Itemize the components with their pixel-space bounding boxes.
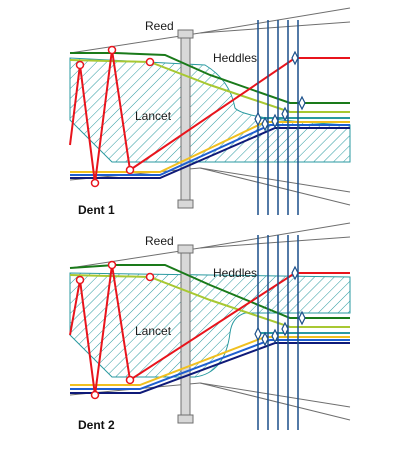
warp-thread-blue xyxy=(70,124,350,176)
diagram-dent-2: Reed Heddles Lancet Dent 2 xyxy=(69,222,351,432)
diagram-dent-1: Reed Heddles Lancet Dent 1 xyxy=(69,7,351,217)
warp-thread-yellow xyxy=(70,336,350,386)
lancet-region xyxy=(69,57,351,163)
reed-label: Reed xyxy=(145,234,174,248)
heddles xyxy=(257,235,299,430)
reed-label: Reed xyxy=(145,19,174,33)
warp-thread-light-green xyxy=(69,59,350,113)
heddles-label: Heddles xyxy=(213,51,257,65)
heddles-label: Heddles xyxy=(213,266,257,280)
dent-label: Dent 2 xyxy=(78,418,115,432)
lancet-region xyxy=(69,272,351,378)
heddle-eyes xyxy=(254,50,306,132)
reed xyxy=(177,244,194,424)
shed-guide-lines xyxy=(69,222,351,421)
reed xyxy=(177,29,194,209)
warp-thread-yellow xyxy=(70,121,350,173)
heddle-eyes xyxy=(254,265,306,347)
warp-thread-navy xyxy=(70,342,350,394)
warp-thread-light-green xyxy=(69,274,350,328)
red-pivot-nodes xyxy=(75,260,155,400)
warp-thread-blue xyxy=(70,339,350,390)
red-pivot-nodes xyxy=(75,45,155,188)
lancet-label: Lancet xyxy=(135,324,172,338)
dent-label: Dent 1 xyxy=(78,203,115,217)
warp-thread-navy xyxy=(70,127,350,179)
lancet-label: Lancet xyxy=(135,109,172,123)
